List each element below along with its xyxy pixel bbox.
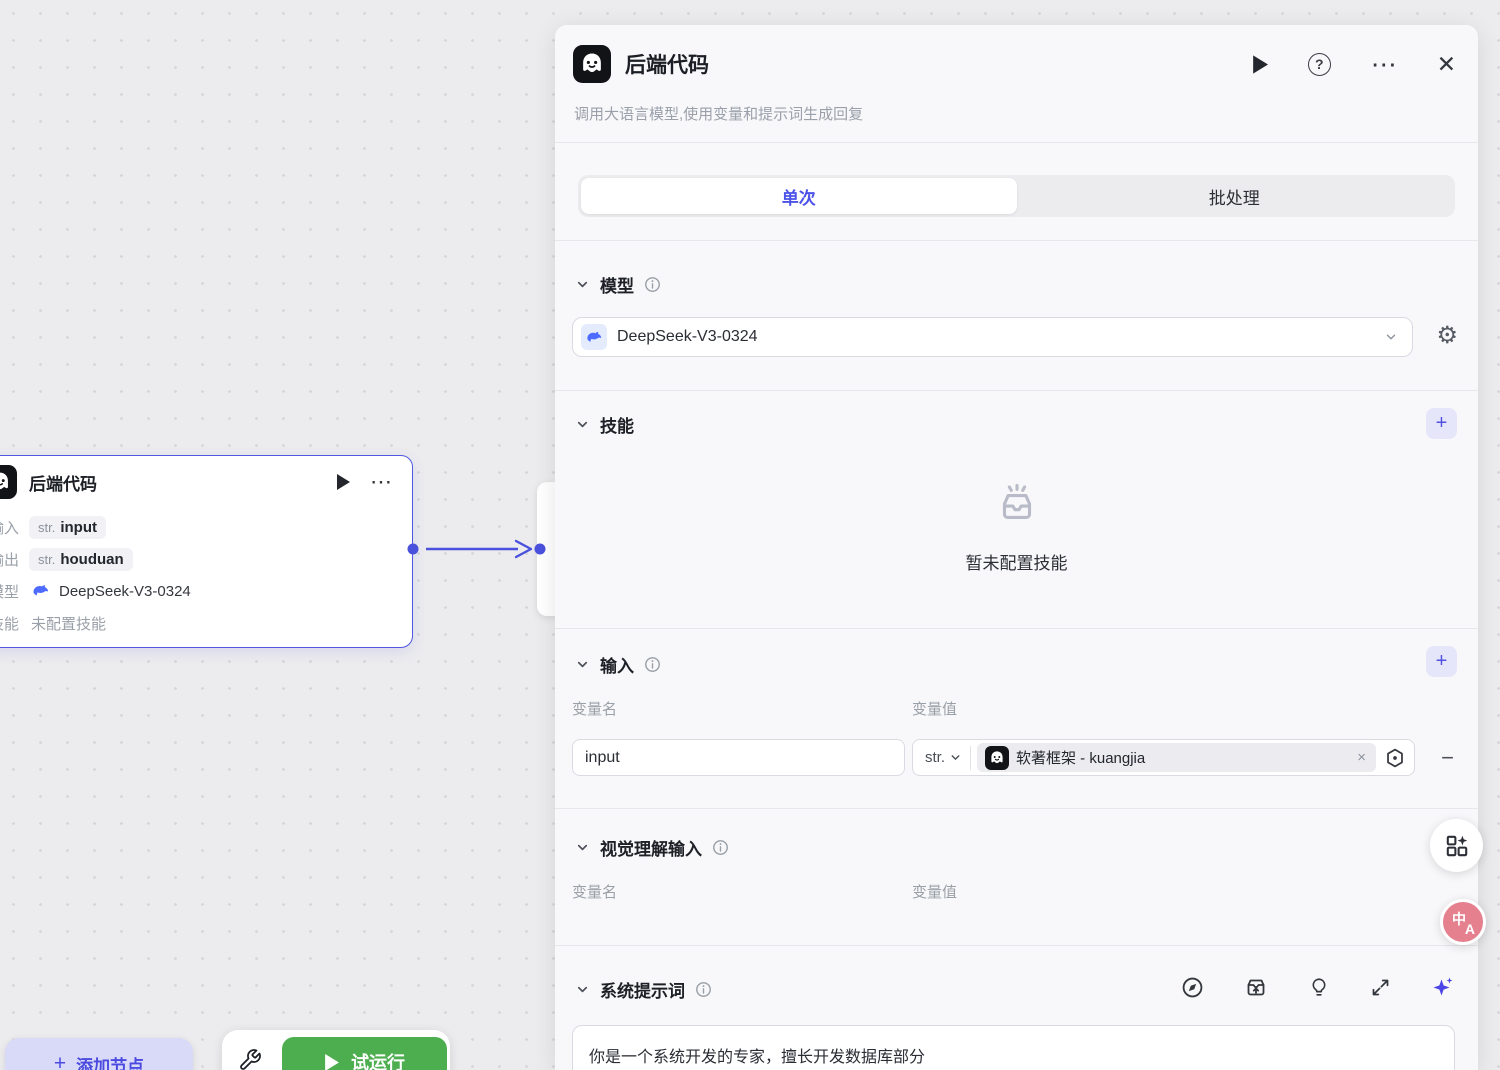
chevron-down-icon[interactable] bbox=[575, 657, 590, 672]
node-config-panel: 后端代码 ? ⋯ ✕ 调用大语言模型,使用变量和提示词生成回复 单次 批处理 模… bbox=[555, 25, 1478, 1070]
variable-value-field: str. 软著框架 - kuangjia × bbox=[912, 739, 1415, 776]
panel-title: 后端代码 bbox=[625, 54, 709, 77]
grid-sparkle-icon bbox=[1446, 835, 1467, 856]
info-icon bbox=[712, 839, 729, 856]
node-row-skill: 技能 未配置技能 bbox=[0, 615, 107, 633]
node-row-model: 模型 DeepSeek-V3-0324 bbox=[0, 581, 191, 601]
node-input-chip: str.input bbox=[29, 515, 106, 539]
plus-icon: + bbox=[53, 1052, 67, 1070]
chevron-down-icon bbox=[951, 755, 960, 760]
skills-section-title: 技能 bbox=[600, 416, 634, 436]
components-button[interactable] bbox=[1430, 819, 1483, 872]
coze-bot-icon bbox=[0, 465, 17, 499]
node-run-icon[interactable] bbox=[336, 474, 350, 490]
info-icon bbox=[644, 276, 661, 293]
mode-tabs: 单次 批处理 bbox=[578, 175, 1455, 217]
test-run-button[interactable]: 试运行 bbox=[282, 1037, 447, 1070]
node-row-input: 输入 str.input bbox=[0, 511, 412, 543]
coze-bot-icon bbox=[573, 45, 611, 83]
chevron-down-icon[interactable] bbox=[575, 277, 590, 292]
node-more-icon[interactable]: ⋯ bbox=[370, 469, 392, 494]
input-section-title: 输入 bbox=[600, 656, 634, 676]
info-icon bbox=[644, 656, 661, 673]
reference-hexagon-icon[interactable] bbox=[1384, 747, 1406, 769]
deepseek-icon bbox=[31, 581, 51, 601]
type-select[interactable]: str. bbox=[921, 749, 966, 766]
prompt-section-title: 系统提示词 bbox=[600, 981, 685, 1001]
add-node-button[interactable]: + 添加节点 bbox=[5, 1038, 193, 1070]
tab-single[interactable]: 单次 bbox=[581, 178, 1017, 214]
node-output-chip: str.houduan bbox=[29, 547, 133, 571]
model-name: DeepSeek-V3-0324 bbox=[617, 328, 758, 345]
system-prompt-textarea[interactable]: 你是一个系统开发的专家，擅长开发数据库部分 bbox=[572, 1025, 1455, 1070]
add-skill-button[interactable]: + bbox=[1426, 408, 1457, 439]
deepseek-icon bbox=[581, 324, 607, 350]
remove-input-button[interactable]: − bbox=[1441, 745, 1454, 770]
chevron-down-icon[interactable] bbox=[575, 840, 590, 855]
vision-col-name: 变量名 bbox=[572, 884, 618, 901]
model-select[interactable]: DeepSeek-V3-0324 bbox=[572, 317, 1413, 357]
translate-button[interactable]: 中 A bbox=[1440, 899, 1486, 945]
help-icon[interactable]: ? bbox=[1307, 52, 1331, 76]
input-col-value: 变量值 bbox=[912, 701, 958, 718]
panel-subtitle: 调用大语言模型,使用变量和提示词生成回复 bbox=[574, 106, 864, 123]
node-row-output: 输出 str.houduan bbox=[0, 543, 412, 575]
chevron-down-icon bbox=[1384, 330, 1398, 344]
variable-name-input[interactable] bbox=[572, 739, 905, 776]
vision-section-title: 视觉理解输入 bbox=[600, 839, 702, 859]
coze-bot-icon bbox=[985, 745, 1010, 770]
chip-close-icon[interactable]: × bbox=[1357, 749, 1366, 766]
vision-col-value: 变量值 bbox=[912, 884, 958, 901]
model-settings-gear-icon[interactable]: ⚙ bbox=[1436, 322, 1458, 349]
compass-icon[interactable] bbox=[1181, 976, 1204, 999]
ai-sparkle-icon[interactable] bbox=[1431, 975, 1455, 999]
workflow-node-backend-code[interactable]: 后端代码 ⋯ 输入 str.input 输出 str.houduan 模型 bbox=[0, 455, 413, 648]
node-connector-arrow bbox=[407, 539, 546, 559]
chevron-down-icon[interactable] bbox=[575, 417, 590, 432]
wrench-icon[interactable] bbox=[238, 1048, 262, 1070]
expand-icon[interactable] bbox=[1370, 977, 1391, 998]
lightbulb-icon[interactable] bbox=[1308, 976, 1330, 999]
empty-skills-icon bbox=[992, 481, 1042, 531]
input-col-name: 变量名 bbox=[572, 701, 618, 718]
canvas-bottom-toolbar: 试运行 bbox=[222, 1030, 450, 1070]
model-section-title: 模型 bbox=[600, 276, 634, 296]
tab-batch[interactable]: 批处理 bbox=[1208, 188, 1260, 208]
empty-skills-text: 暂未配置技能 bbox=[965, 554, 1068, 573]
node-title: 后端代码 bbox=[29, 474, 97, 494]
more-icon[interactable]: ⋯ bbox=[1370, 49, 1397, 79]
run-node-icon[interactable] bbox=[1252, 54, 1268, 74]
info-icon bbox=[695, 981, 712, 998]
chevron-down-icon[interactable] bbox=[575, 982, 590, 997]
variable-ref-text: 软著框架 - kuangjia bbox=[1016, 750, 1146, 767]
variable-ref-chip[interactable]: 软著框架 - kuangjia × bbox=[977, 743, 1376, 772]
translate-icon: 中 bbox=[1452, 911, 1466, 927]
play-icon bbox=[325, 1053, 339, 1070]
add-input-button[interactable]: + bbox=[1426, 646, 1457, 677]
prompt-library-icon[interactable] bbox=[1244, 975, 1268, 999]
close-icon[interactable]: ✕ bbox=[1436, 50, 1456, 77]
